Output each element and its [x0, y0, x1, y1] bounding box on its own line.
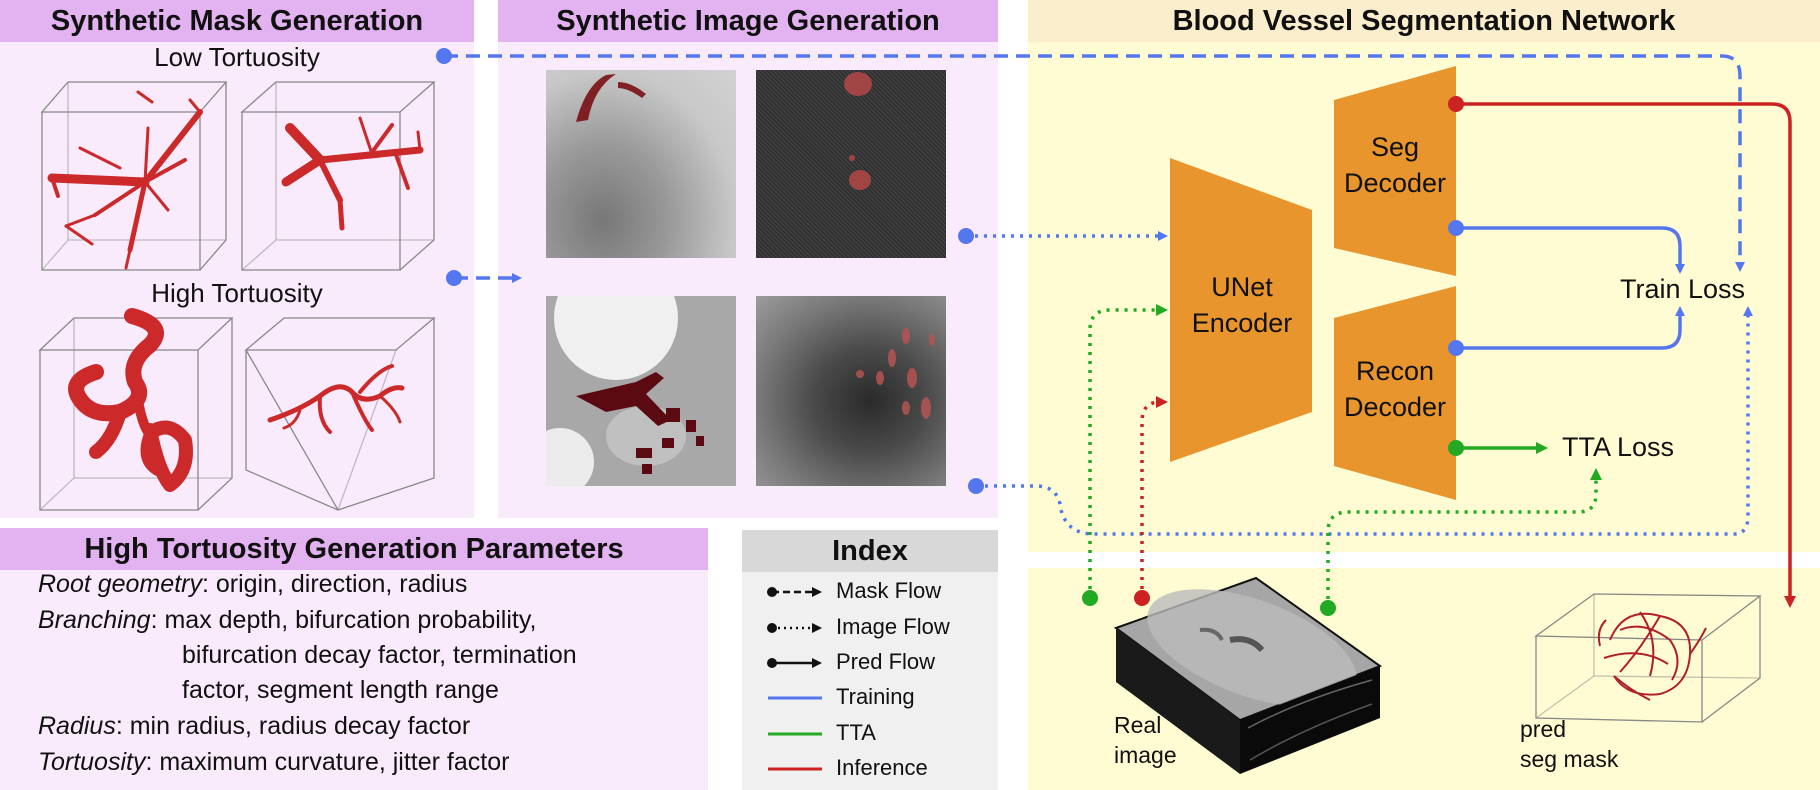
train-loss-label: Train Loss	[1620, 274, 1746, 304]
vessel-tree-low-1	[47, 90, 203, 270]
mask-panel	[0, 0, 474, 518]
param-text: bifurcation decay factor, termination	[182, 641, 577, 669]
tta-loss-label: TTA Loss	[1562, 432, 1675, 462]
synthetic-image-4	[756, 296, 946, 486]
index-panel	[742, 530, 998, 790]
legend-training-label: Training	[836, 684, 915, 709]
legend-mask-flow-label: Mask Flow	[836, 578, 942, 603]
recon-decoder-label-1: Recon	[1355, 356, 1435, 386]
real-image-tta-loss-dot	[1320, 600, 1336, 616]
param-line-radius: Radius: min radius, radius decay factor	[38, 712, 470, 741]
params-panel	[0, 528, 708, 790]
param-line-root: Root geometry: origin, direction, radius	[38, 570, 467, 599]
index-panel-header: Index	[742, 530, 998, 572]
legend-inference-label: Inference	[836, 755, 928, 780]
synthetic-image-2-mask	[844, 72, 872, 190]
legend-image-flow-label: Image Flow	[836, 614, 950, 639]
real-image-tta-dot	[1082, 590, 1098, 606]
cube-high-2	[244, 317, 436, 511]
image-panel-header: Synthetic Image Generation	[498, 0, 998, 42]
param-text: : maximum curvature, jitter factor	[145, 748, 510, 776]
seg-decoder-label-1: Seg	[1370, 132, 1420, 162]
param-term: Radius	[38, 712, 116, 740]
seg-decoder-train-dot	[1448, 220, 1464, 236]
inference-paths	[1140, 102, 1796, 608]
tta-paths	[1088, 304, 1602, 608]
network-panel-header: Blood Vessel Segmentation Network	[1028, 0, 1820, 42]
recon-decoder-label-2: Decoder	[1343, 392, 1447, 422]
params-panel-header: High Tortuosity Generation Parameters	[0, 528, 708, 570]
mask-to-image-dot	[446, 270, 462, 286]
param-line-branching: Branching: max depth, bifurcation probab…	[38, 606, 536, 635]
param-text: factor, segment length range	[182, 676, 499, 704]
recon-decoder-block	[1334, 286, 1456, 500]
vessel-tree-high-2	[267, 364, 405, 434]
real-image-label-1: Real	[1114, 712, 1162, 738]
seg-decoder-label-2: Decoder	[1343, 168, 1447, 198]
legend-pred-flow-label: Pred Flow	[836, 649, 936, 674]
image-to-loss-dot	[968, 478, 984, 494]
seg-decoder-block	[1334, 66, 1456, 276]
synthetic-image-4-mask	[856, 328, 935, 419]
pred-seg-mask-vessels	[1597, 611, 1707, 701]
synthetic-image-1	[546, 70, 736, 258]
recon-decoder-train-dot	[1448, 340, 1464, 356]
vessel-tree-low-2	[281, 116, 424, 231]
param-text: : min radius, radius decay factor	[115, 712, 471, 740]
real-image-inference-dot	[1134, 590, 1150, 606]
param-line-branching-3: factor, segment length range	[182, 676, 499, 705]
training-paths	[444, 54, 1753, 536]
legend-tta-label: TTA	[836, 720, 876, 745]
mask-flow-start-dot	[436, 48, 452, 64]
synthetic-image-2	[756, 70, 946, 258]
image-to-encoder-dot	[958, 228, 974, 244]
param-line-tortuosity: Tortuosity: maximum curvature, jitter fa…	[38, 748, 509, 777]
mask-panel-header: Synthetic Mask Generation	[0, 0, 474, 42]
param-term: Tortuosity	[38, 748, 146, 776]
low-tortuosity-label: Low Tortuosity	[154, 42, 320, 72]
synthetic-image-3-mask	[546, 296, 736, 486]
unet-encoder-label-2: Encoder	[1191, 308, 1293, 338]
cube-low-1	[40, 81, 228, 271]
synthetic-image-1-mask	[576, 74, 646, 122]
high-tortuosity-label: High Tortuosity	[151, 278, 323, 308]
unet-encoder-block	[1170, 158, 1312, 462]
index-legend-marks	[767, 587, 822, 771]
param-term: Root geometry	[38, 570, 202, 598]
recon-decoder-tta-dot	[1448, 440, 1464, 456]
param-text: : origin, direction, radius	[201, 570, 468, 598]
pred-seg-mask-label-2: seg mask	[1520, 746, 1619, 772]
param-term: Branching	[38, 606, 151, 634]
vessel-tree-high-1	[68, 308, 193, 492]
real-image-label-2: image	[1114, 742, 1177, 768]
real-image-volume	[1113, 576, 1383, 774]
param-text: : max depth, bifurcation probability,	[150, 606, 537, 634]
param-line-branching-2: bifurcation decay factor, termination	[182, 641, 577, 670]
cube-low-2	[240, 81, 436, 271]
seg-decoder-inference-dot	[1448, 96, 1464, 112]
pred-seg-mask-label-1: pred	[1520, 716, 1567, 742]
synthetic-image-3	[546, 296, 736, 486]
unet-encoder-label-1: UNet	[1211, 272, 1273, 302]
